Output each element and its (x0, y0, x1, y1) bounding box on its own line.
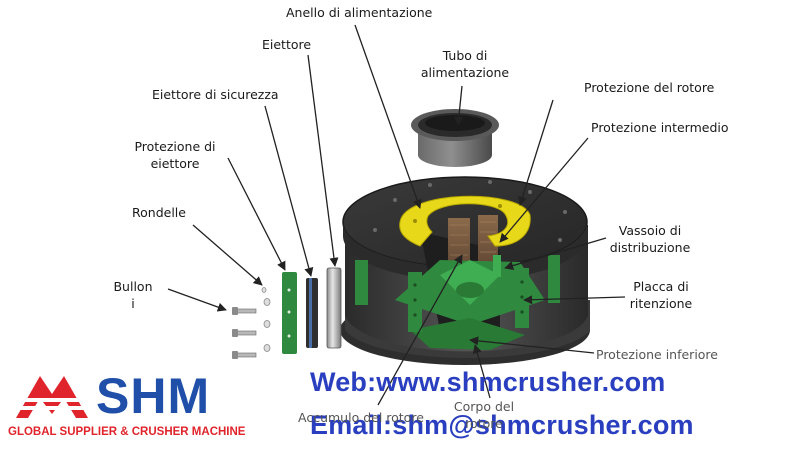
label-protezione-eiettore-line2: eiettore (150, 156, 200, 171)
leader-lines (167, 24, 626, 406)
label-eiettore-sicurezza: Eiettore di sicurezza (152, 87, 279, 102)
shm-logo-mark (16, 376, 88, 418)
label-tubo-line2: alimentazione (420, 65, 510, 80)
label-protezione-intermedio: Protezione intermedio (591, 120, 729, 135)
label-accumulo-rotore: Accumulo del rotore (298, 410, 424, 425)
label-tubo-alimentazione: Tubo di alimentazione (410, 47, 520, 81)
label-protezione-inferiore: Protezione inferiore (596, 347, 718, 362)
label-corpo-line2: rotore (465, 416, 503, 431)
label-placca-line2: ritenzione (629, 296, 693, 311)
label-bulloni: Bullon i (108, 278, 158, 312)
feed-ring (399, 195, 531, 247)
feed-tube (411, 109, 499, 167)
label-vassoio-line1: Vassoio di (618, 223, 682, 238)
label-vassoio-line2: distribuzione (609, 240, 691, 255)
ejector-parts (232, 267, 342, 359)
rotor-body (340, 176, 590, 365)
label-eiettore: Eiettore (262, 37, 312, 52)
label-corpo-rotore: Corpo del rotore (448, 398, 520, 432)
label-anello-alimentazione: Anello di alimentazione (286, 5, 433, 20)
logo-tagline: GLOBAL SUPPLIER & CRUSHER MACHINE (8, 426, 246, 438)
label-placca-line1: Placca di (633, 279, 689, 294)
label-corpo-line1: Corpo del (453, 399, 515, 414)
label-bulloni-line1: Bullon (113, 279, 153, 294)
label-vassoio-distribuzione: Vassoio di distribuzione (600, 222, 700, 256)
label-tubo-line1: Tubo di (442, 48, 488, 63)
label-placca-ritenzione: Placca di ritenzione (622, 278, 700, 312)
shm-logo-text: SHM (96, 368, 211, 424)
website-text: Web:www.shmcrusher.com (310, 367, 666, 397)
label-protezione-eiettore-line1: Protezione di (134, 139, 216, 154)
email-text: Email:shm@shmcrusher.com (310, 410, 694, 440)
label-protezione-eiettore: Protezione di eiettore (130, 138, 220, 172)
label-bulloni-line2: i (131, 296, 135, 311)
label-rondelle: Rondelle (132, 205, 186, 220)
label-protezione-rotore: Protezione del rotore (584, 80, 715, 95)
